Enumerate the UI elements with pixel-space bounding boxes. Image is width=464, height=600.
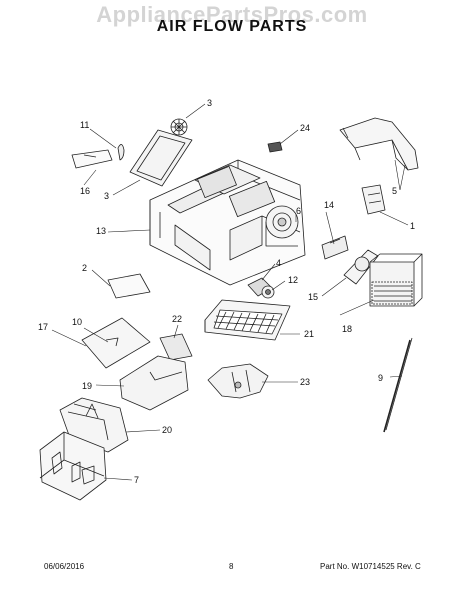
- callout-11: 11: [80, 120, 89, 130]
- part-duct: [119, 355, 189, 411]
- part-fan-wheel: [170, 118, 188, 136]
- part-bracket: [361, 184, 386, 215]
- callout-20: 20: [162, 425, 172, 435]
- callout-19: 19: [82, 381, 92, 391]
- part-strip: [117, 144, 125, 161]
- callout-15: 15: [308, 292, 318, 302]
- part-pad-22: [159, 333, 193, 361]
- callout-21: 21: [304, 329, 314, 339]
- callout-10: 10: [72, 317, 82, 327]
- part-cover: [81, 317, 151, 369]
- callout-6: 6: [296, 206, 301, 216]
- part-switch: [321, 235, 349, 260]
- part-filter-frame: [129, 129, 193, 187]
- part-blower-housing: [265, 205, 299, 247]
- part-pad: [267, 141, 283, 153]
- callout-14: 14: [324, 200, 334, 210]
- footer-part-number: Part No. W10714525 Rev. C: [320, 562, 421, 571]
- callout-4: 4: [276, 258, 281, 268]
- part-motor: [247, 277, 275, 299]
- callout-1: 1: [410, 221, 415, 231]
- part-filter-pad: [107, 273, 151, 299]
- callout-18: 18: [342, 324, 352, 334]
- callout-12: 12: [288, 275, 298, 285]
- footer-page-number: 8: [229, 562, 234, 571]
- callout-22: 22: [172, 314, 182, 324]
- page-title: AIR FLOW PARTS: [156, 18, 308, 35]
- callout-17: 17: [38, 322, 48, 332]
- part-damper: [207, 363, 269, 399]
- callout-23: 23: [300, 377, 310, 387]
- part-grille-tray: [204, 299, 291, 341]
- part-bracket-box: [39, 431, 107, 501]
- callout-16: 16: [80, 186, 90, 196]
- part-fan-bracket: [343, 249, 379, 285]
- footer-date: 06/06/2016: [44, 562, 85, 571]
- callout-9: 9: [378, 373, 383, 383]
- callout-3-left: 3: [104, 191, 109, 201]
- callout-24: 24: [300, 123, 310, 133]
- callout-13: 13: [96, 226, 106, 236]
- part-magnetron: [369, 253, 423, 307]
- part-rod: [383, 339, 411, 433]
- part-main-housing: [149, 159, 306, 286]
- callout-3-top: 3: [207, 98, 212, 108]
- part-small-plate: [71, 149, 113, 169]
- part-vent-shroud: [339, 117, 419, 171]
- watermark: AppliancePartsPros.com: [96, 2, 368, 27]
- callout-5: 5: [392, 186, 397, 196]
- callout-7: 7: [134, 475, 139, 485]
- callout-2: 2: [82, 263, 87, 273]
